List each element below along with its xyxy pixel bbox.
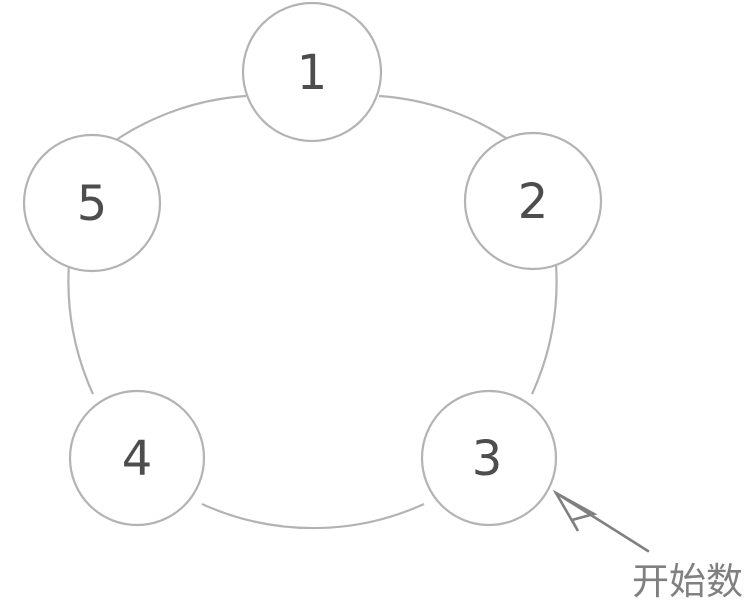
edge-node2-node3 — [531, 263, 558, 395]
annotation-label: 开始数 — [632, 560, 743, 603]
node-1-group[interactable]: 1 — [241, 1, 383, 143]
node-1-label: 1 — [297, 45, 328, 101]
node-3-group[interactable]: 3 — [420, 389, 558, 527]
node-2-circle[interactable] — [463, 131, 603, 271]
edge-node1-node2 — [378, 94, 513, 143]
edge-node3-node4 — [201, 502, 425, 530]
node-2-group[interactable]: 2 — [463, 131, 603, 271]
node-1-circle[interactable] — [241, 1, 383, 143]
node-5-circle[interactable] — [22, 133, 162, 273]
node-3-label: 3 — [472, 431, 503, 487]
node-2-label: 2 — [518, 174, 549, 230]
ring-edges-group — [67, 94, 558, 530]
node-4-circle[interactable] — [68, 389, 206, 527]
node-4-group[interactable]: 4 — [68, 389, 206, 527]
node-5-group[interactable]: 5 — [22, 133, 162, 273]
edge-node5-node1 — [112, 94, 247, 143]
edge-node4-node5 — [67, 263, 94, 395]
start-annotation-group: 开始数 — [552, 489, 743, 603]
node-3-circle[interactable] — [420, 389, 558, 527]
annotation-arrow-head-icon — [552, 489, 598, 532]
node-5-label: 5 — [77, 176, 108, 232]
node-4-label: 4 — [122, 431, 153, 487]
